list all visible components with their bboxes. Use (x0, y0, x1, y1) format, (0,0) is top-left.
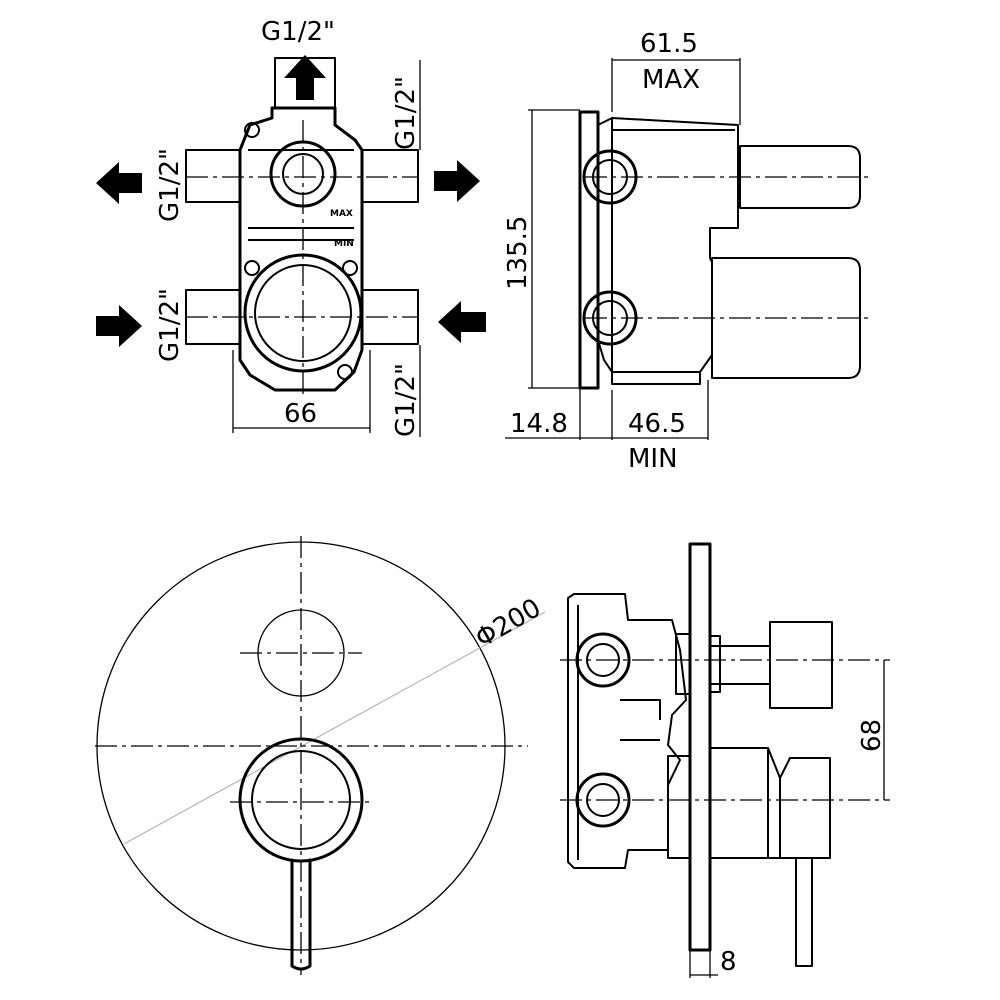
dim-8: 8 (720, 947, 737, 977)
dim-46-5: 46.5 (628, 409, 686, 439)
cartridge-thread (667, 755, 691, 859)
mount-hole (244, 260, 260, 276)
dim-diameter-200: Φ200 (471, 593, 547, 654)
body-max-mark: MAX (330, 209, 353, 219)
diverter-spindle-base (675, 633, 691, 695)
mixer-handle-cap (767, 748, 781, 858)
body-min-mark: MIN (334, 239, 354, 249)
assembly-wall-plate (688, 542, 712, 952)
label-left-top: G1/2" (155, 148, 185, 222)
body-inner-outline (248, 149, 354, 241)
arrow-left-icon (96, 162, 142, 204)
diverter-collar (709, 635, 721, 693)
dim-61-5: 61.5 (640, 29, 698, 59)
body-front-view: MAX MIN G1/2" G1/2" G1/2" G1/2" G1/2" 66 (96, 17, 486, 437)
side-body (597, 117, 739, 373)
body-side-view: 61.5 MAX 135.5 14.8 46.5 MIN (503, 29, 870, 474)
diameter-leader (123, 611, 546, 845)
arrow-up-icon (284, 55, 326, 100)
mount-hole (342, 260, 358, 276)
mixer-lever (795, 858, 813, 967)
assembly-body-inner (577, 605, 661, 860)
diverter-knob (769, 621, 833, 709)
arrow-right-icon (434, 160, 480, 202)
dim-68: 68 (857, 719, 887, 752)
protection-cap-lower (711, 257, 861, 379)
label-min: MIN (628, 444, 678, 474)
assembly-side-view: 68 8 (560, 542, 890, 978)
side-bottom-rail (611, 371, 701, 385)
assembly-body (567, 593, 687, 869)
trim-plate-front-view: Φ200 (95, 536, 546, 975)
handle-base-inner (251, 750, 351, 850)
mixer-handle-body (710, 747, 831, 859)
label-right-top: G1/2" (391, 76, 421, 150)
protection-cap-upper (739, 145, 861, 209)
label-max: MAX (642, 65, 700, 95)
arrow-right-icon (96, 305, 142, 347)
arrow-left-icon (438, 301, 486, 343)
connector-left-top (185, 149, 241, 203)
label-top-outlet: G1/2" (261, 17, 335, 47)
mount-hole (337, 364, 353, 380)
label-left-bottom: G1/2" (155, 288, 185, 362)
dim-66: 66 (284, 399, 317, 429)
dim-14-8: 14.8 (510, 409, 568, 439)
connector-right-top (361, 149, 419, 203)
label-right-bottom: G1/2" (391, 363, 421, 437)
dim-135-5: 135.5 (503, 216, 533, 290)
mount-hole (244, 122, 260, 138)
side-flange (578, 110, 600, 390)
